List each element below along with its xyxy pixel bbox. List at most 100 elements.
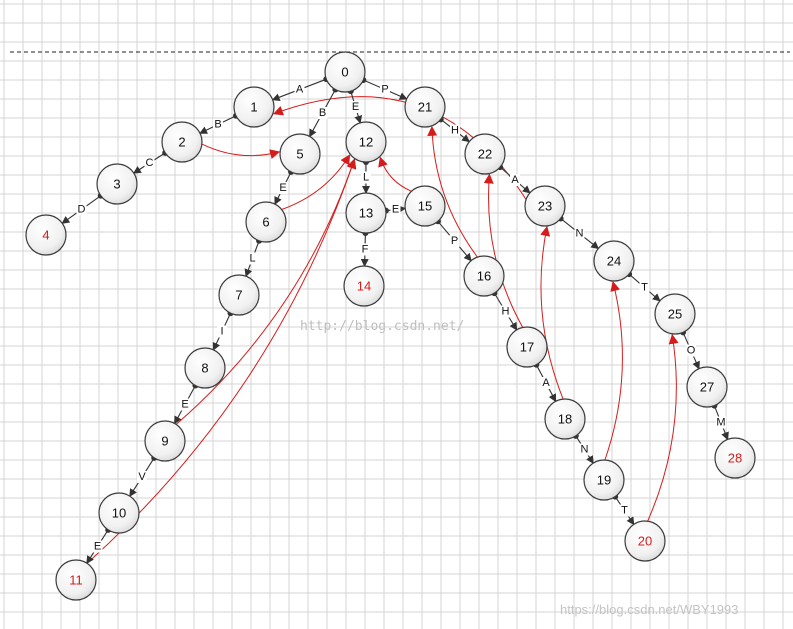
trie-node: 27 (686, 366, 728, 408)
trie-edge: C (132, 149, 169, 174)
edge-label-bg (144, 157, 155, 169)
edge-label-bg (541, 377, 551, 389)
node-label: 27 (700, 379, 714, 394)
edge-label-bg (217, 325, 227, 338)
failure-link (427, 125, 478, 258)
edge-label-bg (76, 203, 87, 216)
node-label: 16 (477, 268, 491, 283)
node-label: 21 (418, 99, 432, 114)
node-circle (144, 420, 186, 462)
trie-node: 0 (324, 51, 366, 93)
edge-label: E (392, 203, 399, 215)
node-circle (345, 192, 387, 234)
node-label: 28 (728, 450, 742, 465)
node-label: 0 (341, 64, 348, 79)
edge-label-bg (180, 398, 190, 411)
node-circle (98, 492, 140, 534)
edge-label-bg (247, 252, 258, 265)
node-label: 15 (418, 198, 432, 213)
edge-label-bg (716, 416, 726, 429)
failure-link (604, 281, 623, 461)
node-circle (506, 326, 548, 368)
edge-label-bg (278, 182, 288, 194)
trie-edge: F (360, 229, 370, 268)
node-label: 23 (538, 198, 552, 213)
edge-label-bg (360, 243, 370, 256)
node-label: 10 (112, 505, 126, 520)
edge-label: N (581, 443, 589, 455)
trie-node: 24 (593, 240, 635, 282)
node-label: 7 (235, 287, 242, 302)
failure-links (86, 96, 679, 564)
edge-label: A (296, 83, 304, 95)
edge-label-bg (500, 305, 511, 318)
node-label: 25 (668, 306, 682, 321)
edge-label: H (502, 305, 510, 317)
node-circle (464, 133, 506, 175)
failure-link (175, 158, 357, 425)
trie-edge: B (309, 86, 339, 138)
trie-edge: M (711, 402, 729, 441)
watermark-text: http://blog.csdn.net/ (300, 319, 464, 334)
node-label: 8 (201, 360, 208, 375)
trie-edge: E (274, 168, 295, 206)
node-label: 12 (359, 134, 373, 149)
edge-label: P (451, 235, 458, 247)
trie-edge: I (212, 310, 234, 351)
trie-edge: D (61, 192, 104, 224)
trie-edge: O (680, 329, 700, 370)
edge-label-bg (350, 101, 361, 113)
node-label: 2 (178, 134, 185, 149)
edge-label: N (576, 227, 584, 239)
trie-edge: N (572, 432, 594, 464)
trie-node: 15 (404, 185, 446, 227)
trie-node: 5 (279, 133, 321, 175)
node-circle (218, 274, 260, 316)
trie-node: 20 (624, 520, 666, 562)
node-label: 11 (69, 572, 83, 587)
edge-label: V (138, 471, 146, 483)
node-circle (245, 201, 287, 243)
failure-link (201, 143, 281, 159)
edge-label-bg (317, 107, 328, 119)
node-circle (463, 255, 505, 297)
node-circle (279, 133, 321, 175)
node-circle (624, 520, 666, 562)
trie-edge: H (491, 290, 518, 331)
edge-label: A (511, 174, 519, 186)
edge-label-bg (137, 471, 147, 483)
edge-label: E (279, 182, 286, 194)
edge-label-bg (361, 171, 371, 184)
trie-node: 3 (96, 163, 138, 205)
trie-node: 19 (583, 459, 625, 501)
edge-label: E (181, 398, 188, 410)
trie-node: 28 (714, 437, 756, 479)
trie-nodes: 0123456789101112131415161718192021222324… (25, 51, 756, 601)
node-label: 5 (296, 146, 303, 161)
node-circle (25, 214, 67, 256)
trie-node: 13 (345, 192, 387, 234)
trie-node: 7 (218, 274, 260, 316)
trie-edge: V (129, 454, 158, 497)
node-circle (345, 121, 387, 163)
edge-label: O (687, 344, 696, 356)
edge-label: I (220, 325, 223, 337)
edge-label: P (381, 83, 388, 95)
edge-label-bg (686, 344, 696, 357)
failure-link (281, 154, 351, 210)
node-circle (55, 559, 97, 601)
edge-label: L (363, 171, 369, 183)
node-label: 4 (42, 227, 49, 242)
node-circle (593, 240, 635, 282)
trie-node: 4 (25, 214, 67, 256)
edge-label-bg (574, 227, 585, 240)
node-label: 3 (113, 176, 120, 191)
node-label: 17 (520, 339, 534, 354)
trie-node: 9 (144, 420, 186, 462)
trie-node: 25 (654, 293, 696, 335)
node-circle (343, 265, 385, 307)
node-circle (714, 437, 756, 479)
failure-link (378, 156, 412, 192)
